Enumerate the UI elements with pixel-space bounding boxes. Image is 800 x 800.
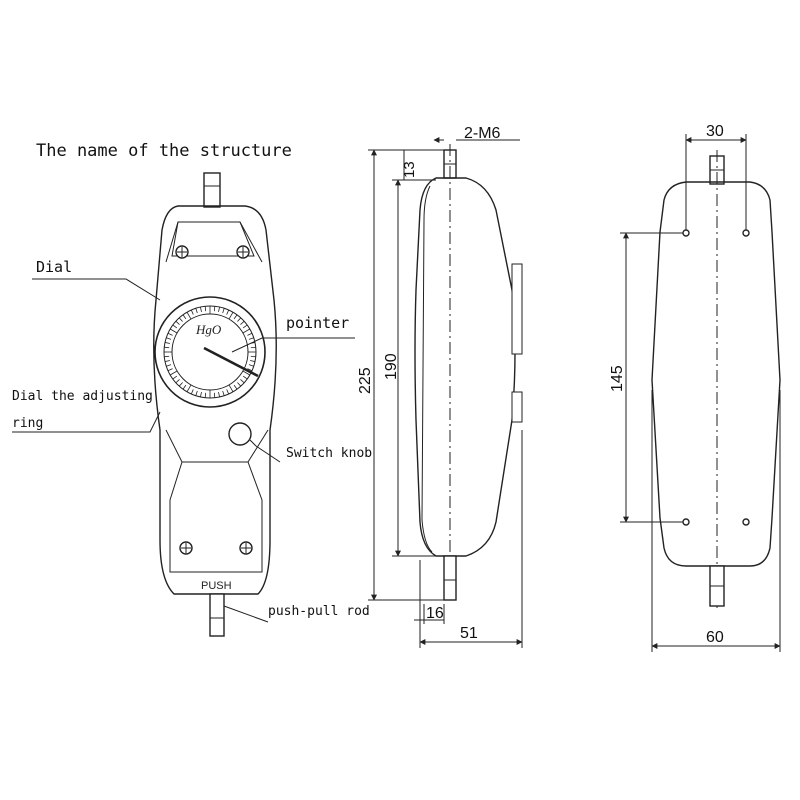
dial-tick: [228, 311, 234, 320]
dial-tick: [240, 379, 245, 384]
dial-tick: [248, 337, 254, 340]
dial-tick: [182, 384, 187, 390]
dial-tick: [250, 355, 256, 358]
hole-bottom-left: [682, 518, 690, 526]
back-view: [651, 150, 781, 610]
screw-top-right: [236, 245, 250, 259]
dial-tick: [248, 364, 254, 367]
dial-tick: [250, 360, 256, 362]
hole-bottom-right: [742, 518, 750, 526]
side-view: [414, 144, 523, 601]
dial-tick: [226, 309, 230, 315]
dial-tick: [190, 309, 194, 315]
dial-tick: [175, 320, 180, 325]
dial-tick: [218, 306, 220, 312]
dial-tick: [226, 389, 230, 395]
dial-tick: [164, 342, 170, 344]
gauge-body: [153, 205, 277, 595]
dial-tick: [200, 392, 202, 398]
dim-body-width: 60: [706, 629, 724, 646]
dial-tick: [213, 306, 216, 312]
brand-mark: HgO: [195, 322, 222, 337]
dial-tick: [167, 332, 173, 336]
dial-tick: [172, 324, 178, 329]
dial-tick: [233, 314, 238, 320]
dim-overall-length: 225: [357, 367, 374, 394]
hole-top-left: [682, 229, 690, 237]
dial-tick: [164, 346, 170, 349]
dial-tick: [186, 311, 192, 320]
dial-tick: [169, 328, 178, 334]
dim-side-depth: 51: [460, 625, 478, 642]
diagram-title: The name of the structure: [36, 141, 292, 161]
dim-body-length: 190: [383, 353, 400, 380]
label-pointer: pointer: [286, 314, 349, 332]
dial-pointer: [203, 346, 259, 378]
dial-tick: [164, 355, 170, 358]
dial-tick: [166, 337, 172, 340]
label-leaders: [12, 278, 355, 623]
dial-tick: [195, 390, 198, 396]
dim-hole-spacing: 145: [609, 365, 626, 392]
side-dimensions: [368, 137, 523, 648]
front-view: [153, 172, 277, 637]
dial-tick: [250, 346, 256, 349]
dial-tick: [164, 360, 170, 362]
dial-tick: [172, 375, 178, 380]
label-switch-knob: Switch knob: [286, 446, 372, 461]
dial-tick: [178, 382, 183, 387]
dial-tick: [190, 389, 194, 395]
dial-tick: [247, 332, 253, 336]
switch-knob-shape: [228, 422, 252, 446]
label-adjusting-ring-1: Dial the adjusting: [12, 389, 153, 404]
dial-tick: [242, 328, 251, 334]
dial-tick: [178, 317, 183, 322]
push-marking: PUSH: [201, 580, 232, 592]
dial-tick: [213, 392, 216, 398]
dial-tick: [240, 320, 245, 325]
dial-tick: [242, 370, 251, 376]
dial-tick: [200, 306, 202, 312]
dial-tick: [218, 392, 220, 398]
dial-tick: [247, 368, 253, 372]
side-body: [414, 177, 516, 557]
dial-tick: [175, 379, 180, 384]
dial-tick: [166, 364, 172, 367]
label-dial: Dial: [36, 258, 72, 276]
dial-tick: [237, 317, 242, 322]
back-body: [651, 181, 781, 567]
dial-tick: [186, 384, 192, 393]
dial-tick: [233, 384, 238, 390]
push-pull-rod-shape: [209, 593, 225, 637]
dial-ticks: [164, 306, 256, 398]
label-adjusting-ring-2: ring: [12, 416, 43, 431]
screw-bottom-right: [239, 541, 253, 555]
back-dimensions: [620, 134, 781, 652]
label-push-pull-rod: push-pull rod: [268, 604, 370, 619]
hole-top-right: [742, 229, 750, 237]
dial-tick: [169, 370, 178, 376]
dial-tick: [222, 308, 225, 314]
dim-thread: 2-M6: [464, 125, 501, 142]
dial-tick: [167, 368, 173, 372]
dial-tick: [242, 375, 248, 380]
dial-tick: [242, 324, 248, 329]
dial-tick: [182, 314, 187, 320]
dial-tick: [228, 384, 234, 393]
top-rod: [203, 172, 221, 208]
dial-tick: [237, 382, 242, 387]
screw-top-left: [175, 245, 189, 259]
screw-bottom-left: [179, 541, 193, 555]
dial-tick: [204, 306, 207, 312]
dial-tick: [222, 390, 225, 396]
dim-rod-length: 16: [426, 605, 444, 622]
dial-tick: [204, 392, 207, 398]
dial-tick: [195, 308, 198, 314]
dim-top-gap: 13: [401, 161, 418, 178]
dim-top-width: 30: [706, 123, 724, 140]
